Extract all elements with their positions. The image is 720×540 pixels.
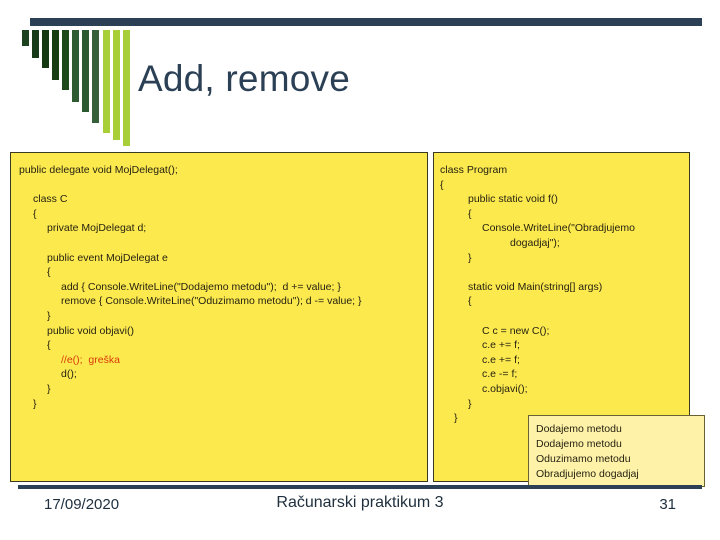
page-title: Add, remove	[138, 58, 350, 99]
footer-page-number: 31	[659, 496, 676, 513]
decorative-bar-4	[52, 30, 59, 80]
code-line-blank	[19, 178, 419, 193]
code-line: private MojDelegat d;	[47, 222, 147, 235]
code-block-left: public delegate void MojDelegat(); class …	[10, 152, 428, 482]
code-line: }	[47, 309, 51, 322]
decorative-bar-10	[113, 30, 120, 140]
code-line: {	[47, 339, 51, 352]
code-line: static void Main(string[] args)	[468, 280, 603, 293]
console-output-line: Dodajemo metodu	[536, 423, 622, 435]
decorative-bar-9	[103, 30, 110, 133]
decorative-bar-3	[42, 30, 49, 68]
code-line: c.e -= f;	[482, 368, 518, 381]
decorative-bar-chart-icon	[22, 30, 132, 146]
decorative-bar-8	[92, 30, 99, 123]
code-line: d();	[61, 368, 77, 381]
code-line: remove { Console.WriteLine("Oduzimamo me…	[61, 295, 362, 308]
decorative-bar-11	[123, 30, 130, 146]
code-line: }	[468, 397, 472, 410]
code-line: }	[454, 412, 458, 425]
code-line: public event MojDelegat e	[47, 251, 168, 264]
code-line: c.e += f;	[482, 339, 520, 352]
code-line: dogadjaj");	[510, 236, 560, 249]
code-line: c.e += f;	[482, 353, 520, 366]
top-accent-rule	[30, 18, 702, 26]
console-output-line: Obradjujemo dogadjaj	[536, 468, 639, 480]
code-line: add { Console.WriteLine("Dodajemo metodu…	[61, 280, 341, 293]
decorative-bar-1	[22, 30, 29, 46]
footer-course-title: Računarski praktikum 3	[276, 494, 444, 511]
code-line: C c = new C();	[482, 324, 550, 337]
code-line: c.objavi();	[482, 382, 528, 395]
code-line: class Program	[440, 164, 508, 176]
code-line: }	[33, 397, 37, 410]
console-output-line: Dodajemo metodu	[536, 438, 622, 450]
code-line: }	[47, 382, 51, 395]
code-line: Console.WriteLine("Obradjujemo	[482, 222, 635, 235]
decorative-bar-7	[82, 30, 89, 112]
code-line: public static void f()	[468, 193, 558, 206]
footer-divider	[18, 485, 702, 489]
console-output-line: Oduzimamo metodu	[536, 453, 631, 465]
code-line: {	[440, 178, 444, 191]
code-line: //e(); greška	[61, 353, 120, 366]
code-line-blank	[440, 265, 683, 280]
code-line: {	[47, 266, 51, 279]
code-line: {	[468, 295, 472, 308]
code-line: {	[468, 207, 472, 220]
code-line: {	[33, 207, 37, 220]
slide-footer: 17/09/2020 Računarski praktikum 3 31	[0, 492, 720, 526]
code-line: class C	[33, 193, 68, 206]
code-line: }	[468, 251, 472, 264]
code-line-blank	[19, 236, 419, 251]
code-line: public void objavi()	[47, 324, 134, 337]
footer-date: 17/09/2020	[44, 496, 120, 513]
decorative-bar-2	[32, 30, 39, 58]
code-line-blank	[440, 309, 683, 324]
code-line: public delegate void MojDelegat();	[19, 164, 178, 176]
decorative-bar-5	[62, 30, 69, 90]
decorative-bar-6	[72, 30, 79, 102]
